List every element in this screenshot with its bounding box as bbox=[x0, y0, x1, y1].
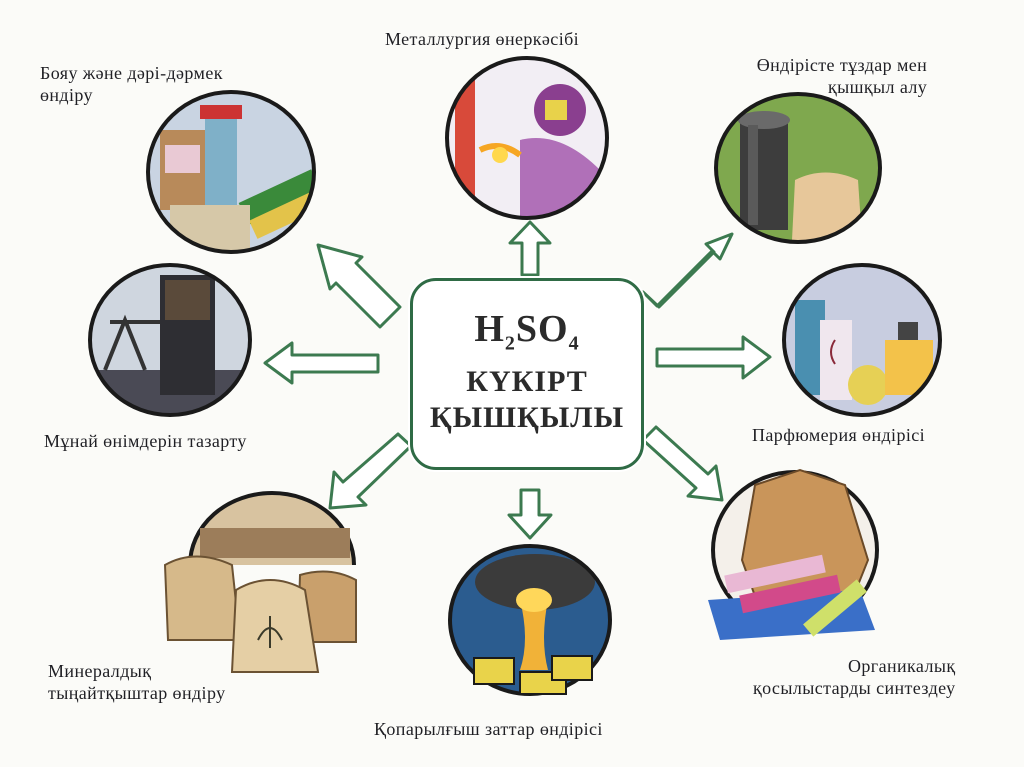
perfume-bottles-illustration bbox=[782, 263, 942, 417]
label-explosives: Қопарылғыш заттар өндірісі bbox=[374, 719, 603, 739]
arrow-up-left bbox=[316, 243, 402, 329]
arrow-down bbox=[507, 488, 553, 540]
fabric-coat-illustration bbox=[708, 468, 879, 640]
welder-illustration bbox=[445, 56, 609, 220]
arrow-up-right bbox=[641, 232, 734, 309]
dyes-medicine-illustration bbox=[146, 90, 316, 254]
formula-h2so4: H2SO4 bbox=[474, 308, 580, 355]
explosion-illustration bbox=[448, 544, 612, 696]
fertilizer-sacks-illustration bbox=[163, 491, 357, 673]
label-metallurgy: Металлургия өнеркәсібі bbox=[385, 29, 580, 49]
arrow-left bbox=[263, 341, 380, 385]
barrel-sack-illustration bbox=[714, 92, 882, 244]
oil-pump-illustration bbox=[88, 263, 252, 417]
label-oil-refining: Мұнай өнімдерін тазарту bbox=[44, 431, 247, 451]
center-box-sulfuric-acid: H2SO4 КҮКІРТ ҚЫШҚЫЛЫ bbox=[410, 278, 644, 470]
label-perfume: Парфюмерия өндірісі bbox=[752, 425, 926, 445]
center-title-line2: ҚЫШҚЫЛЫ bbox=[429, 401, 625, 434]
arrow-up bbox=[508, 220, 552, 277]
arrow-right bbox=[655, 335, 772, 380]
arrow-down-left bbox=[328, 432, 413, 510]
arrow-down-right bbox=[641, 425, 724, 502]
center-title-line1: КҮКІРТ bbox=[466, 365, 588, 398]
